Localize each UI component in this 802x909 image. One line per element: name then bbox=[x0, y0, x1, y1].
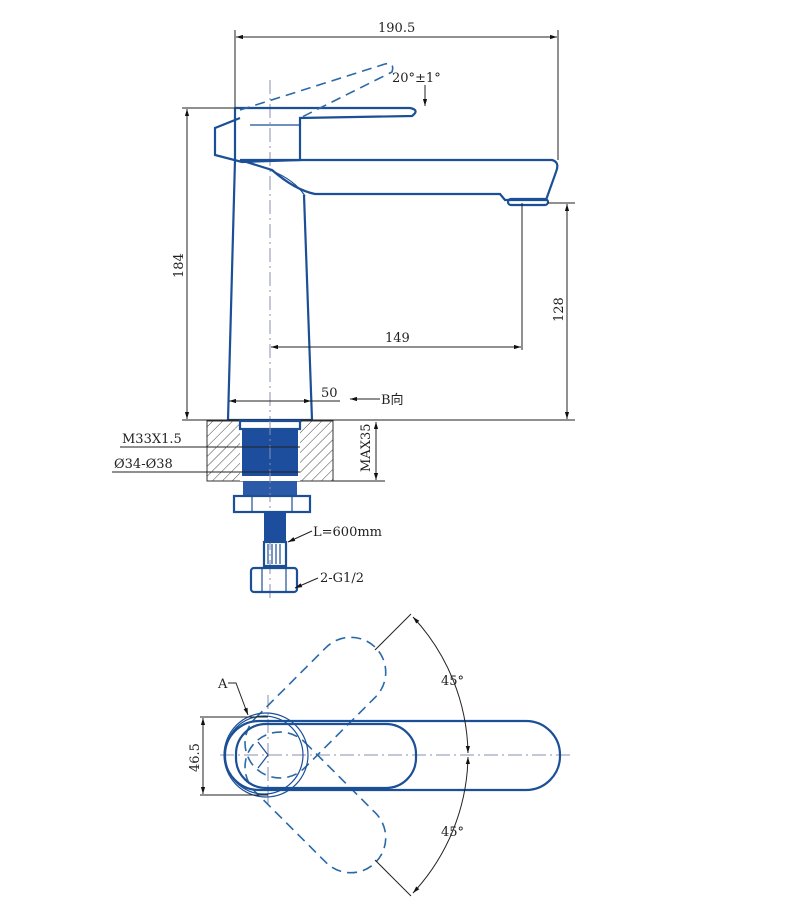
leader-connector bbox=[294, 577, 319, 589]
lever-handle bbox=[213, 106, 417, 164]
handle-rotated-left bbox=[244, 636, 387, 779]
spout-top bbox=[223, 719, 562, 792]
aerator bbox=[506, 197, 550, 207]
dim-hole-diameter: Ø34-Ø38 bbox=[114, 457, 173, 472]
dim-handle-width: 46.5 bbox=[188, 743, 203, 772]
angle-arc-upper bbox=[412, 616, 470, 754]
handle-rotated-right bbox=[244, 731, 387, 874]
view-direction-label: B向 bbox=[381, 392, 404, 408]
dim-hose-connection: 2-G1/2 bbox=[320, 571, 364, 586]
ext-line bbox=[374, 613, 412, 651]
hose-ferrule bbox=[262, 540, 288, 568]
dim-rotation-right: 45° bbox=[441, 825, 464, 840]
dim-thread: M33X1.5 bbox=[122, 432, 182, 447]
ext-line bbox=[374, 859, 412, 897]
top-view: 46.5 A 45° 45° bbox=[188, 613, 570, 897]
handle-top bbox=[234, 722, 418, 790]
front-view: 190.5 20°±1° 184 128 149 50 B向 M33X1.5 bbox=[112, 21, 575, 600]
point-label-a: A bbox=[217, 677, 228, 692]
dim-hose-length: L=600mm bbox=[313, 525, 382, 540]
lever-joint bbox=[250, 118, 301, 126]
leader-hose bbox=[287, 530, 313, 543]
hose bbox=[264, 512, 286, 542]
pivot-mark bbox=[257, 741, 269, 769]
hex-edges bbox=[261, 568, 287, 592]
ferrule-ribs bbox=[267, 544, 281, 564]
faucet-spout bbox=[239, 158, 559, 202]
dim-overall-height: 184 bbox=[172, 253, 187, 278]
dim-lever-angle: 20°±1° bbox=[392, 71, 441, 86]
mounting-nut bbox=[232, 494, 312, 514]
dim-rotation-left: 45° bbox=[441, 674, 464, 689]
dim-spout-height: 128 bbox=[552, 297, 567, 322]
dim-spout-reach: 149 bbox=[385, 331, 410, 346]
hose-connector-nut bbox=[249, 566, 299, 594]
lever-raised-position bbox=[239, 62, 394, 119]
angle-arc-lower bbox=[412, 756, 470, 894]
dim-body-width: 50 bbox=[321, 386, 338, 401]
dim-overall-width: 190.5 bbox=[378, 21, 415, 36]
leader-a bbox=[228, 682, 249, 716]
spout-fillet bbox=[269, 169, 306, 197]
dim-max-thickness: MAX35 bbox=[359, 424, 374, 473]
